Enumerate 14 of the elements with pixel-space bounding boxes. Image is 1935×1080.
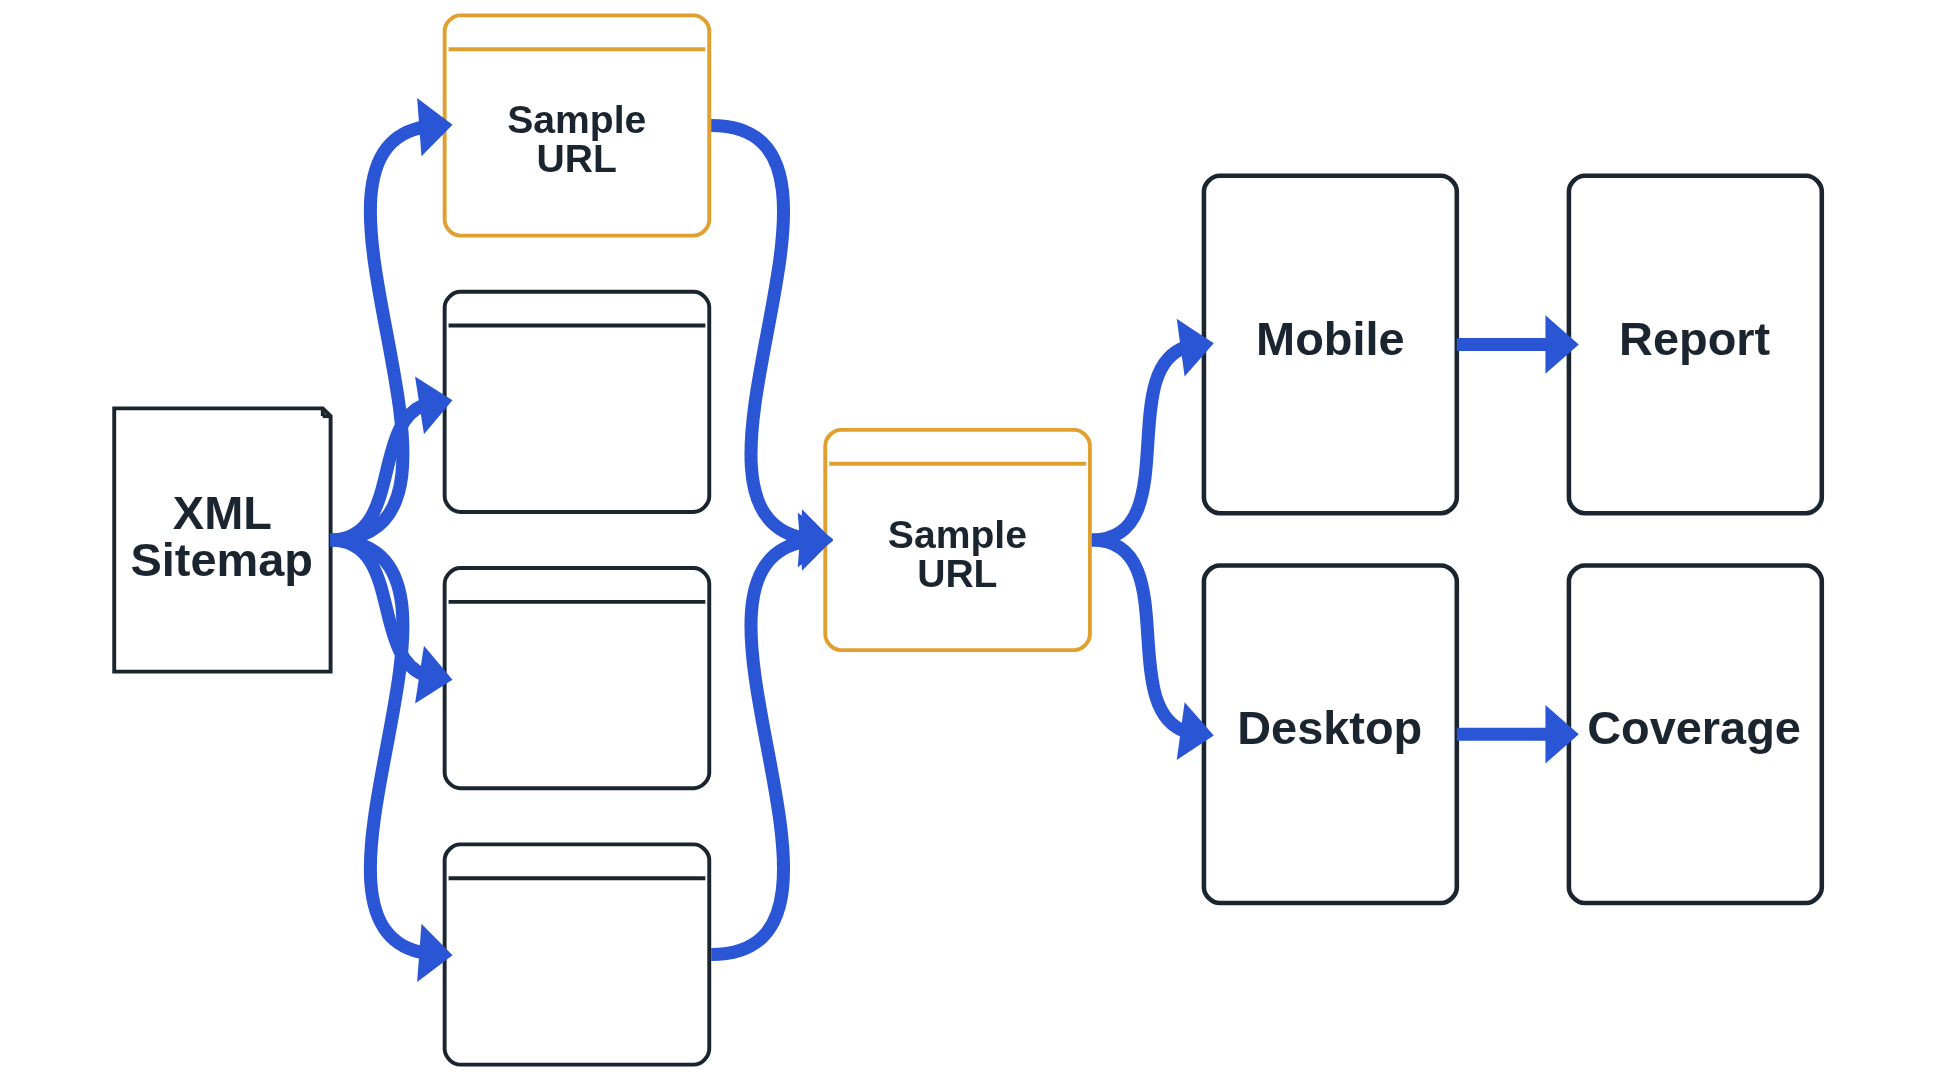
node-box: [442, 842, 711, 1067]
node-box: [442, 289, 711, 514]
node-box: Sample URL: [822, 427, 1092, 653]
node-box: Desktop: [1201, 563, 1459, 906]
node-box: Report: [1566, 173, 1824, 516]
node-box: Coverage: [1566, 563, 1824, 906]
node-box: Mobile: [1201, 173, 1459, 516]
arrow: [1456, 315, 1579, 374]
node-box: [442, 566, 711, 791]
arrow: [1456, 705, 1579, 764]
arrow: [328, 533, 453, 982]
node-box: Sample URL: [442, 13, 711, 238]
arrow: [1090, 533, 1214, 760]
arrow: [709, 512, 833, 961]
